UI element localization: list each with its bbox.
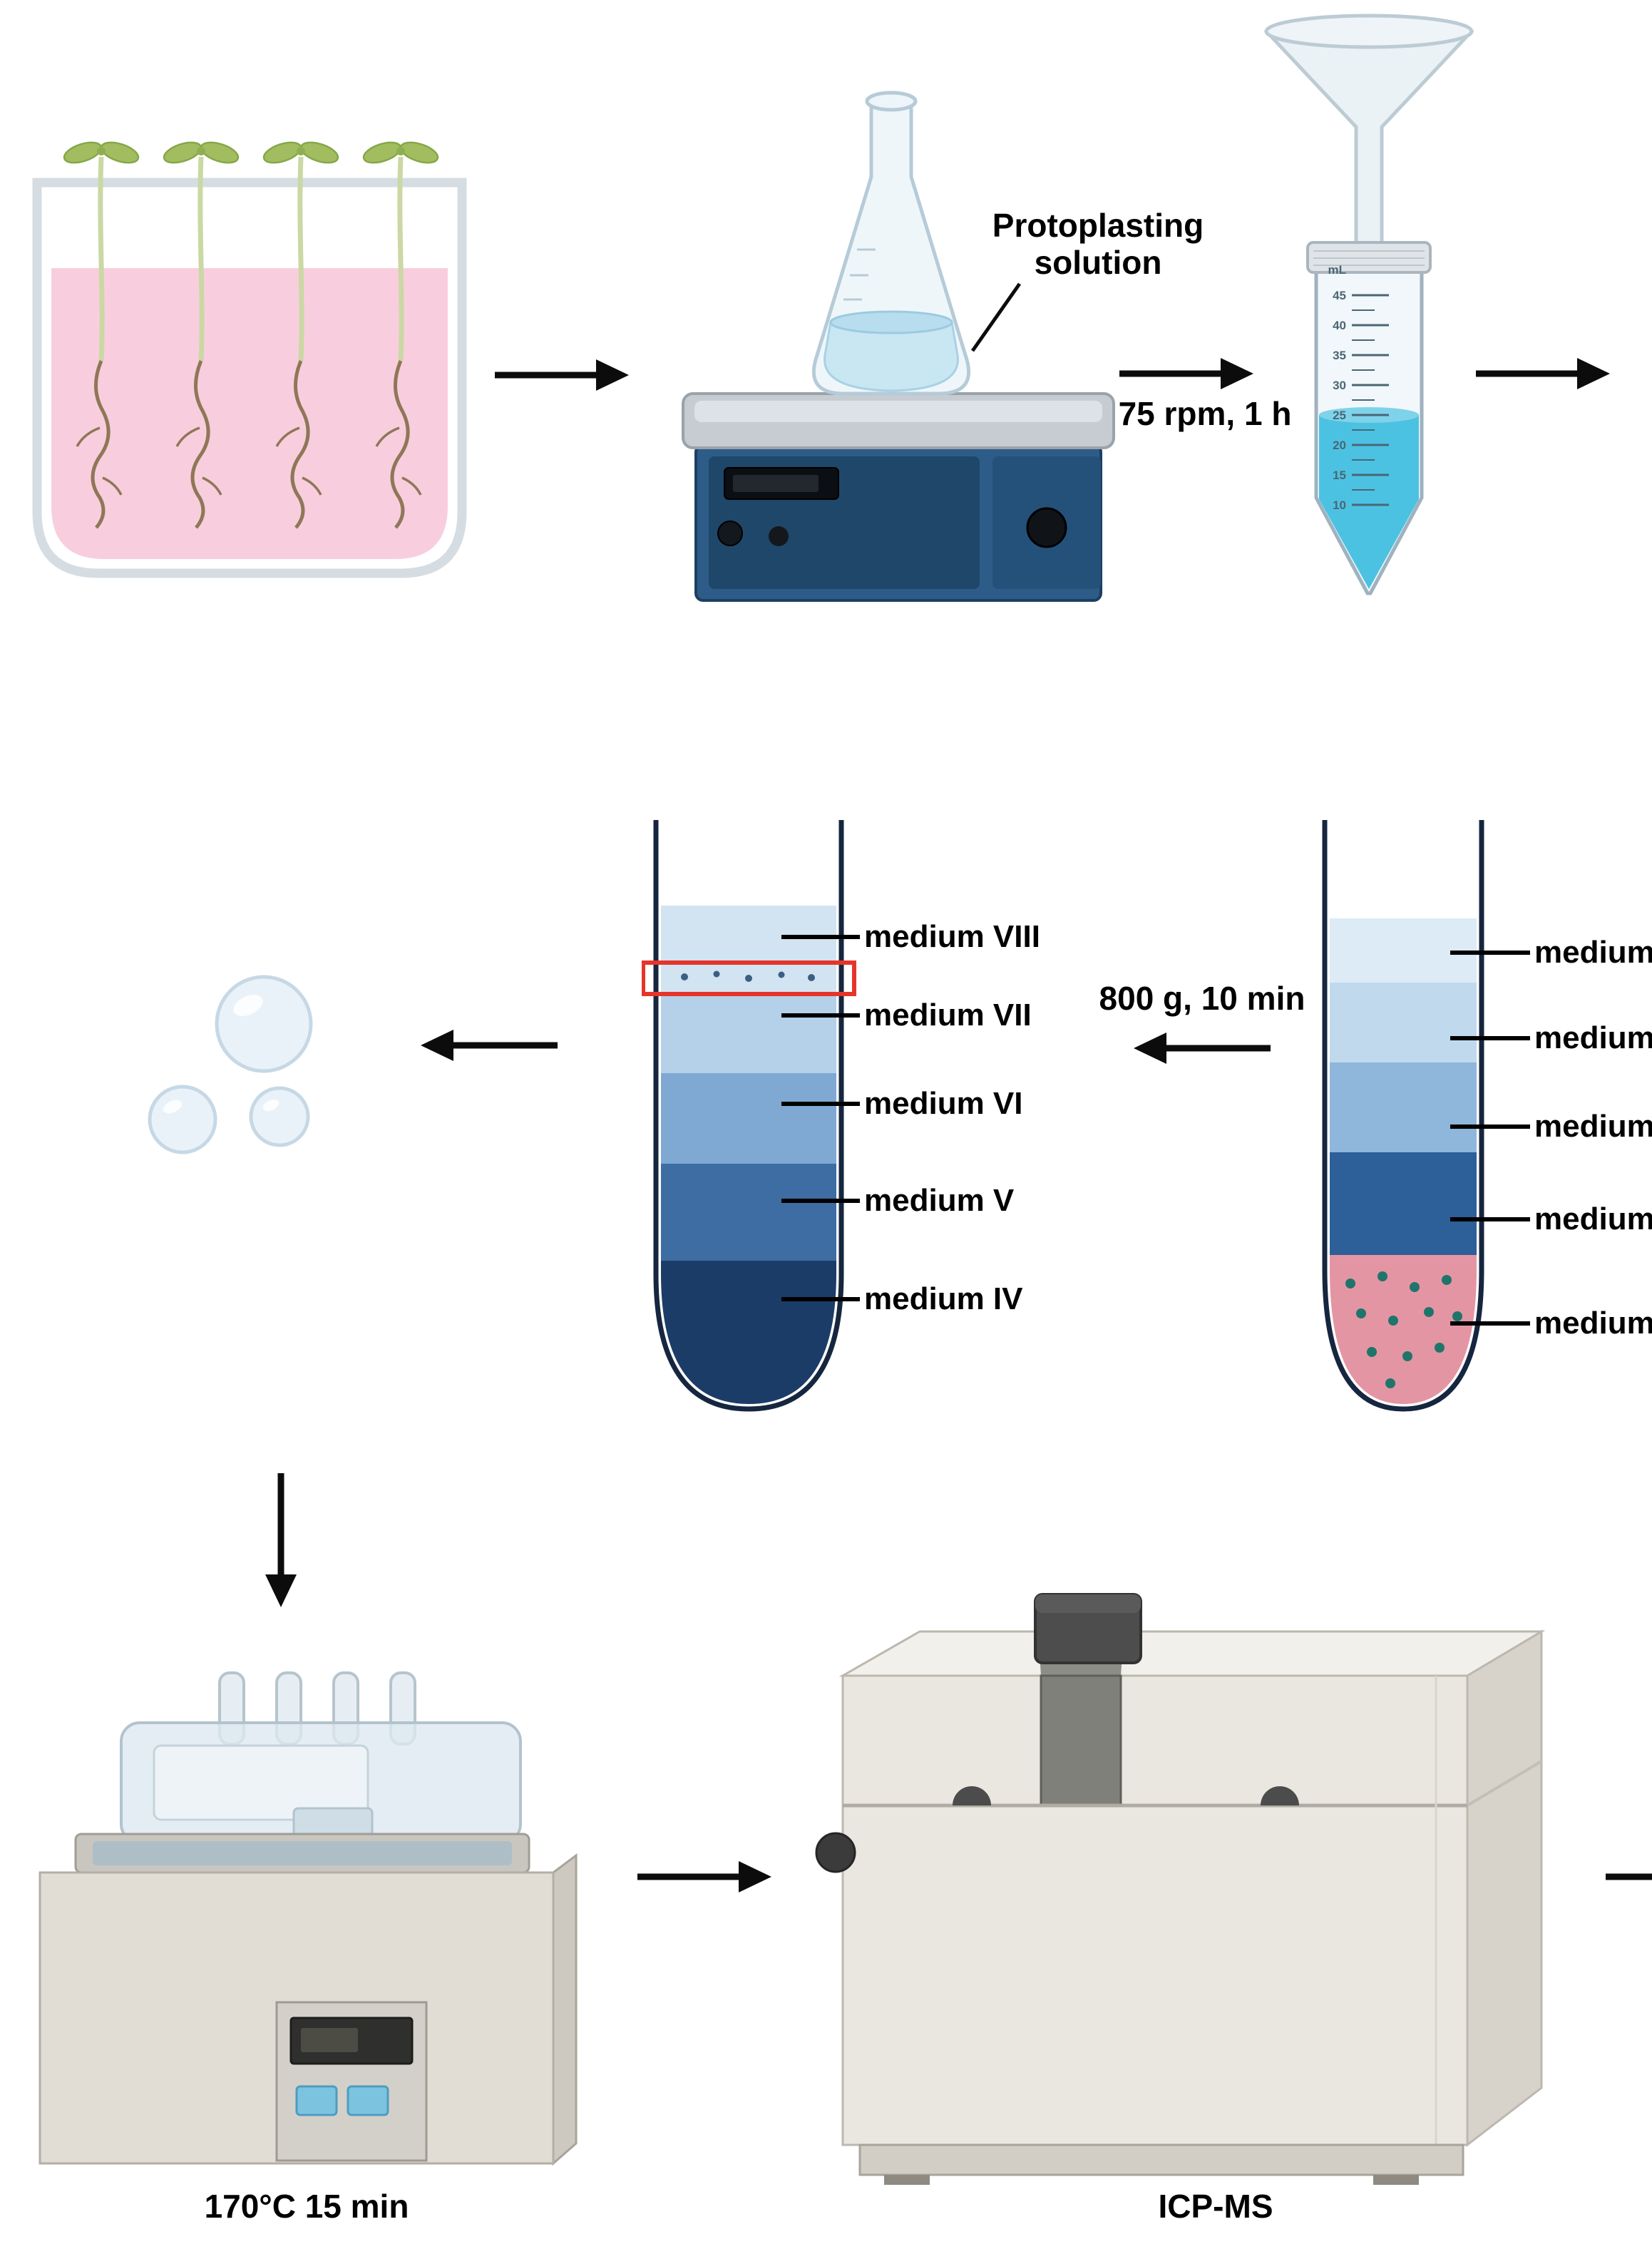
protoplast-band-dots [681, 970, 815, 982]
svg-text:mL: mL [1328, 263, 1347, 277]
label-tick [781, 1199, 860, 1203]
gradient-layer-label: medium IV [864, 1281, 1023, 1316]
icp-ms-column-front [1040, 1674, 1122, 1807]
label-tick [781, 1297, 860, 1301]
flask-liquid [824, 321, 959, 392]
pellet-tube-layers [1330, 823, 1477, 1404]
band-highlight-box [642, 960, 856, 996]
conical-tube-ticks [1352, 294, 1389, 506]
water-bath-lid[interactable] [120, 1721, 522, 1844]
water-bath-button-1[interactable] [295, 2085, 338, 2116]
gradient-layer-label: medium V [864, 1183, 1015, 1218]
water-bath [39, 1671, 578, 2166]
shaker-platform-highlight [694, 401, 1102, 422]
svg-text:35: 35 [1333, 349, 1346, 362]
protoplasting-solution-label: Protoplasting solution [992, 207, 1204, 281]
conical-tube-scale: mL 45 40 35 30 25 20 15 10 [1328, 263, 1347, 512]
icp-ms-top [838, 1630, 1546, 1677]
conical-tube-liquid [1319, 415, 1419, 589]
water-bath-side [552, 1853, 578, 2166]
flask-liquid-surface [829, 310, 953, 334]
icp-ms-left-knob[interactable] [815, 1832, 856, 1873]
seedling-tray [32, 121, 467, 578]
pellet-layer-label: medium [1534, 1109, 1652, 1144]
funnel-and-conical-tube: mL 45 40 35 30 25 20 15 10 [1263, 14, 1474, 595]
label-tick [1450, 1321, 1530, 1326]
icp-ms-base [858, 2143, 1464, 2176]
erlenmeyer-flask [812, 91, 970, 396]
arrow-tube-to-gradient [1476, 358, 1610, 389]
arrow-to-protoplasts [421, 1030, 558, 1061]
flask-graduations [843, 248, 876, 301]
water-bath-button-2[interactable] [347, 2085, 389, 2116]
shaker-knob-large[interactable] [1026, 507, 1067, 548]
orbital-shaker [682, 91, 1115, 602]
arrow-to-water-bath [265, 1473, 297, 1607]
svg-text:45: 45 [1333, 289, 1346, 302]
label-tick [781, 1102, 860, 1106]
centrifuge-condition-label: 800 g, 10 min [1099, 980, 1305, 1017]
shaker-knob-small-1[interactable] [717, 521, 743, 546]
gradient-layer-label: medium VI [864, 1086, 1023, 1121]
label-tick [1450, 1036, 1530, 1040]
pellet-cell-dots [1345, 1271, 1462, 1388]
pellet-tube-outline [1322, 820, 1484, 1412]
pellet-layer-label: medium [1534, 935, 1652, 970]
svg-text:20: 20 [1333, 439, 1346, 452]
icp-ms-front [841, 1674, 1469, 2146]
icp-ms-side [1466, 1629, 1543, 2148]
arrow-to-icp-ms [637, 1861, 771, 1892]
svg-text:30: 30 [1333, 379, 1346, 392]
gradient-tube-layers [661, 823, 836, 1404]
arrow-tray-to-shaker [495, 359, 629, 391]
label-tick [1450, 1124, 1530, 1129]
water-bath-tank-water [93, 1841, 512, 1865]
protoplasting-pointer-line [970, 282, 1022, 352]
protoplast-bubbles [148, 975, 313, 1154]
pellet-layer-label: medium [1534, 1306, 1652, 1341]
label-tick [781, 935, 860, 939]
svg-text:15: 15 [1333, 468, 1346, 482]
icp-ms-handle-2[interactable] [1261, 1786, 1299, 1805]
conical-tube: mL 45 40 35 30 25 20 15 10 [1306, 241, 1432, 595]
svg-text:25: 25 [1333, 409, 1346, 422]
svg-text:40: 40 [1333, 319, 1346, 332]
water-bath-caption: 170°C 15 min [204, 2188, 409, 2225]
icp-ms-caption: ICP-MS [1158, 2188, 1273, 2225]
tray-pink-medium [51, 268, 448, 559]
icp-ms-foot [1373, 2175, 1419, 2185]
icp-ms-machine [815, 1593, 1546, 2185]
water-bath-control-panel [275, 2001, 428, 2162]
pellet-layer-label: medium [1534, 1020, 1652, 1055]
label-tick [781, 1013, 860, 1018]
pellet-layer-label: medium [1534, 1202, 1652, 1236]
svg-text:10: 10 [1333, 498, 1346, 512]
pellet-tube [1322, 820, 1484, 1412]
arrow-centrifuge [1134, 1033, 1271, 1064]
funnel [1263, 14, 1474, 255]
icp-ms-foot [884, 2175, 930, 2185]
shaker-display-screen [733, 475, 819, 492]
shaker-knob-small-2[interactable] [769, 526, 789, 546]
gradient-layer-label: medium VIII [864, 919, 1040, 954]
icp-ms-handle-1[interactable] [953, 1786, 991, 1805]
flask-rim [865, 91, 918, 112]
arrow-shaker-to-tube [1119, 358, 1253, 389]
label-tick [1450, 951, 1530, 955]
gradient-tube-outline [653, 820, 844, 1412]
shake-condition-label: 75 rpm, 1 h [1118, 395, 1292, 432]
arrow-next-step [1606, 1873, 1652, 1880]
gradient-tube [642, 820, 856, 1412]
label-tick [1450, 1217, 1530, 1221]
gradient-layer-label: medium VII [864, 998, 1032, 1033]
